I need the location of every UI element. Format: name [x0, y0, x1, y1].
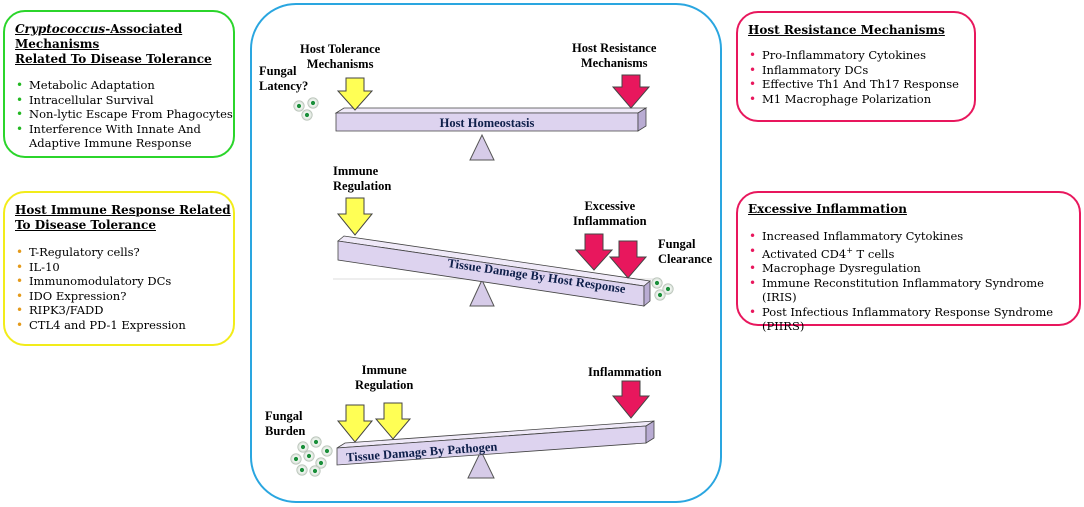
list-item: •Macrophage Dysregulation	[749, 261, 921, 276]
immune-regulation-arrow-3b	[374, 402, 412, 440]
host-resistance-box: Host Resistance Mechanisms •Pro-Inflamma…	[736, 11, 976, 122]
fungal-cells-1	[293, 97, 319, 121]
inflammation-arrow-3	[611, 380, 651, 419]
cryptococcus-mechanisms-box: Cryptococcus-Associated Mechanisms Relat…	[3, 10, 235, 158]
immune-regulation-arrow-2	[336, 197, 374, 236]
list-item: •Immunomodulatory DCs	[16, 274, 172, 289]
list-item: •Intracellular Survival	[16, 92, 154, 107]
inflammation-arrow-a	[574, 233, 614, 271]
list-item: •Metabolic Adaptation	[16, 78, 155, 92]
list-item: •Inflammatory DCs	[749, 62, 869, 77]
host-resistance-title: Host Resistance Mechanisms	[748, 23, 945, 37]
fulcrum-1	[469, 133, 495, 161]
list-item: •IDO Expression?	[16, 288, 127, 303]
host-immune-response-box: Host Immune Response Related To Disease …	[3, 191, 235, 346]
list-item: •Pro-Inflammatory Cytokines	[749, 48, 926, 62]
fungal-cells-2	[651, 277, 674, 301]
cryptococcus-box-title: Cryptococcus-Associated Mechanisms Relat…	[15, 22, 212, 66]
list-item: •CTL4 and PD-1 Expression	[16, 317, 186, 332]
resistance-arrow	[611, 74, 651, 109]
inflammation-label: Inflammation	[588, 365, 662, 379]
scale-2: Tissue Damage By Host Response	[333, 197, 674, 307]
fulcrum-2	[469, 278, 495, 307]
list-item: •IL-10	[16, 259, 60, 274]
list-item: •Activated CD4+ T cells	[749, 243, 895, 261]
tolerance-arrow	[336, 77, 374, 111]
center-panel	[250, 3, 722, 503]
list-item: Adaptive Immune Response	[29, 136, 192, 151]
scale-1: Host Homeostasis	[293, 74, 651, 161]
host-immune-box-title: Host Immune Response Related To Disease …	[15, 203, 231, 232]
scale-3: Tissue Damage By Pathogen	[290, 380, 655, 479]
excessive-inflammation-box: Excessive Inflammation •Increased Inflam…	[736, 191, 1081, 333]
list-item: •Effective Th1 And Th17 Response	[749, 77, 959, 92]
list-item: •M1 Macrophage Polarization	[749, 91, 932, 106]
excessive-inflammation-title: Excessive Inflammation	[748, 202, 907, 216]
immune-regulation-arrow-3a	[336, 404, 374, 443]
fungal-cells-3	[290, 436, 333, 477]
list-item: •Post Infectious Inflammatory Response S…	[749, 304, 1054, 334]
list-item: •RIPK3/FADD	[16, 303, 104, 318]
fulcrum-3	[467, 449, 495, 479]
beam-1-label: Host Homeostasis	[440, 116, 535, 130]
list-item: •Interference With Innate And	[16, 121, 201, 136]
list-item: •Immune Reconstitution Inflammatory Synd…	[749, 275, 1044, 305]
list-item: •Non-lytic Escape From Phagocytes	[16, 107, 233, 122]
list-item: •T-Regulatory cells?	[16, 245, 140, 259]
inflammation-arrow-b	[608, 240, 648, 279]
list-item: •Increased Inflammatory Cytokines	[749, 229, 964, 243]
